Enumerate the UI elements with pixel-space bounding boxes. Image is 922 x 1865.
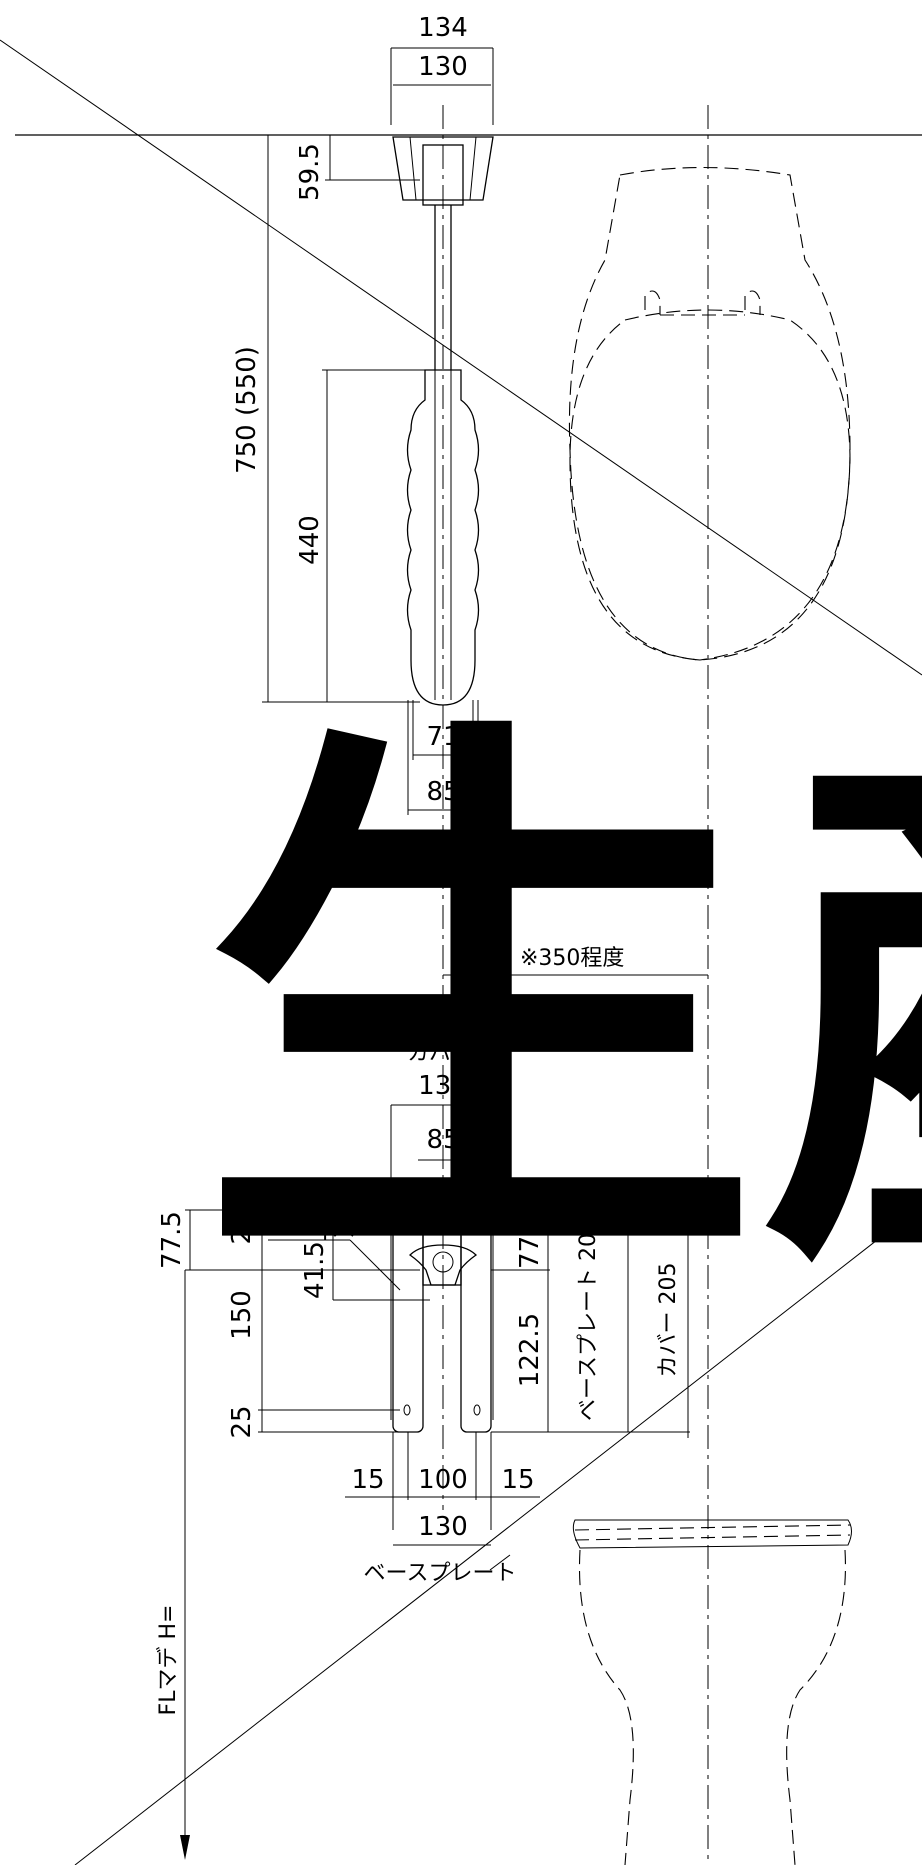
dim-77-5-right: 77.5 — [515, 1211, 545, 1269]
seat-hinges — [644, 290, 761, 316]
dim-41-5: 41.5 — [300, 1241, 330, 1299]
toilet-bowl-right — [786, 1549, 846, 1865]
floor-arrow-icon — [180, 1835, 190, 1860]
dim-cover-85: 85 — [426, 1125, 459, 1155]
dim-750: 750 (550) — [232, 346, 262, 474]
toilet-seat-side — [572, 1519, 852, 1549]
dim-150: 150 — [227, 1290, 257, 1340]
dim-85: 85 — [426, 777, 459, 807]
toilet-bowl-left — [578, 1549, 634, 1865]
dim-71: 71 — [426, 722, 459, 752]
clearance-note: ※350程度 — [520, 946, 624, 971]
hole-note: 4-13φ穴 — [268, 1216, 354, 1241]
dim-15-left: 15 — [351, 1465, 384, 1495]
cancel-diagonal-top — [0, 39, 922, 676]
dim-130-bottom: 130 — [418, 1512, 468, 1542]
toilet-seat-outline — [569, 309, 851, 661]
dim-59-5: 59.5 — [295, 143, 325, 201]
toilet-lid-outline — [568, 166, 851, 661]
bar-clamp — [408, 1244, 478, 1286]
dim-15-right: 15 — [501, 1465, 534, 1495]
dim-top-130: 130 — [418, 52, 468, 82]
dim-100: 100 — [418, 1465, 468, 1495]
cover-205: カバー 205 — [656, 1263, 681, 1378]
dim-440: 440 — [295, 515, 325, 565]
watermark-text: 生産 — [200, 681, 922, 1333]
bracket-core — [422, 144, 464, 206]
base-plate-label: ベースプレート — [364, 1561, 517, 1586]
base-plate-200: ベースプレート 200 — [576, 1219, 601, 1421]
dim-122-5: 122.5 — [515, 1313, 545, 1387]
cancel-diagonal-bottom — [74, 1204, 922, 1865]
clamp-bolt — [432, 1251, 454, 1273]
floor-height-label: FLマデ H= — [156, 1605, 181, 1716]
dim-77-5-left: 77.5 — [157, 1211, 187, 1269]
dim-top-134: 134 — [418, 13, 468, 43]
cover-label: カバー — [407, 1041, 473, 1066]
ceiling-bracket — [392, 136, 494, 201]
dim-25-bottom: 25 — [227, 1405, 257, 1438]
grip-body — [406, 369, 480, 706]
dim-cover-134: 134 — [418, 1071, 468, 1101]
dim-25-top: 25 — [227, 1211, 257, 1244]
